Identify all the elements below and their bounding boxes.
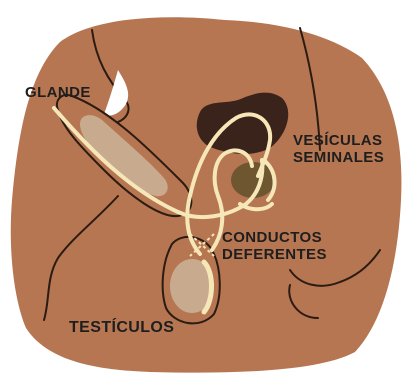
label-conductos-line2: DEFERENTES: [222, 246, 327, 263]
label-vesiculas-seminales: VESÍCULAS SEMINALES: [293, 132, 384, 166]
label-glande: GLANDE: [25, 84, 91, 101]
label-testiculos: TESTÍCULOS: [69, 319, 174, 336]
label-conductos-deferentes: CONDUCTOS DEFERENTES: [222, 229, 327, 263]
label-vesiculas-line1: VESÍCULAS: [293, 132, 384, 149]
label-testiculos-text: TESTÍCULOS: [69, 319, 174, 336]
label-glande-text: GLANDE: [25, 84, 91, 101]
label-conductos-line1: CONDUCTOS: [222, 229, 327, 246]
label-vesiculas-line2: SEMINALES: [293, 149, 384, 166]
